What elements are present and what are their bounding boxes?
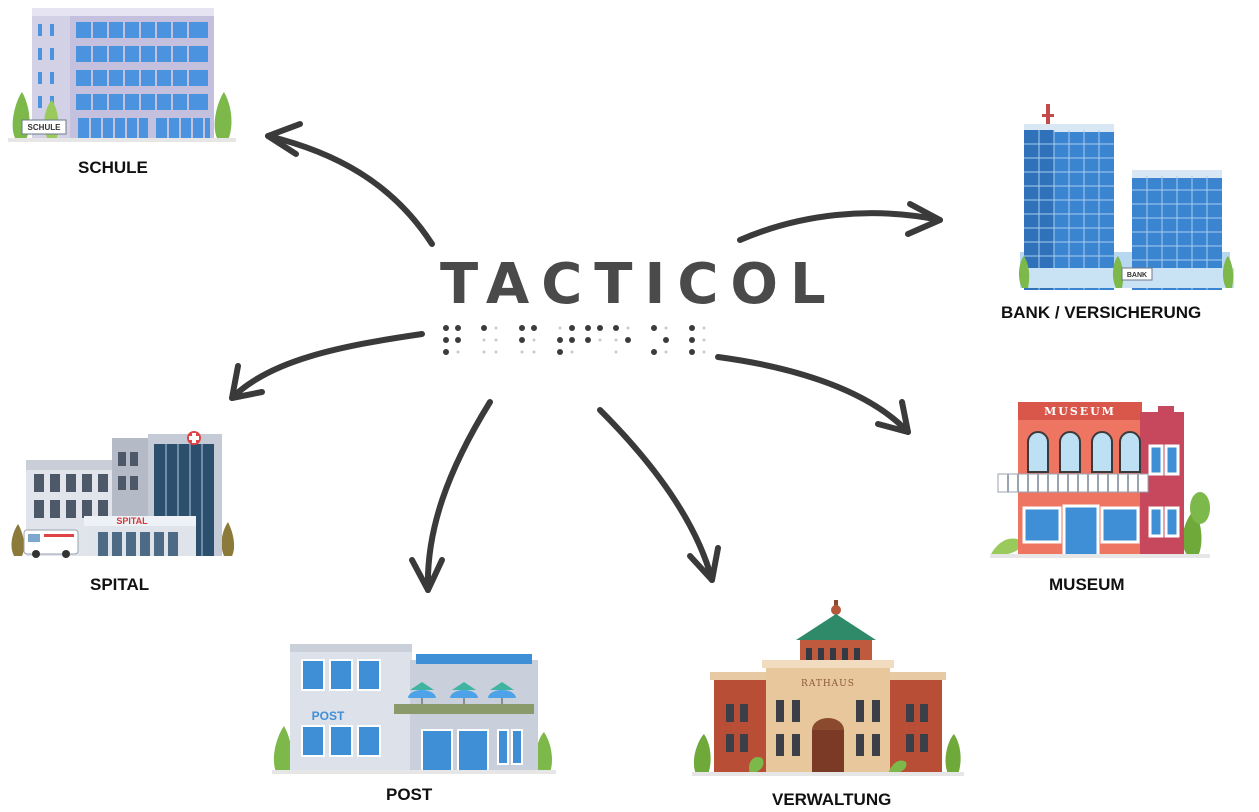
label-bank: BANK / VERSICHERUNG — [1001, 303, 1202, 322]
label-school: SCHULE — [78, 158, 148, 177]
brand-title: TACTICOL — [440, 252, 838, 317]
arrow-to-hospital — [229, 331, 425, 401]
arrow-to-museum — [715, 354, 911, 435]
museum-building-icon: MUSEUM — [990, 402, 1210, 558]
hospital-building-icon: SPITAL — [11, 431, 235, 558]
museum-sign: MUSEUM — [1044, 405, 1116, 418]
label-post: POST — [386, 785, 433, 804]
town-hall-sign: RATHAUS — [801, 679, 855, 689]
hospital-sign: SPITAL — [116, 516, 148, 526]
label-museum: MUSEUM — [1049, 575, 1125, 594]
bank-sign: BANK — [1127, 272, 1147, 279]
bank-towers-icon: BANK — [1018, 104, 1234, 290]
school-sign: SCHULE — [28, 123, 62, 132]
arrow-to-school — [265, 121, 435, 247]
town-hall-building-icon: RATHAUS — [692, 600, 964, 776]
label-administration: VERWALTUNG — [772, 790, 892, 809]
school-building-icon: SCHULE — [8, 8, 236, 142]
post-sign: POST — [312, 709, 345, 723]
arrow-to-bank — [737, 201, 943, 243]
braille-dots-graphic — [443, 325, 706, 355]
label-hospital: SPITAL — [90, 575, 150, 594]
arrow-to-post — [409, 399, 493, 593]
arrow-to-administration — [597, 407, 721, 583]
post-office-building-icon: POST — [272, 644, 556, 774]
